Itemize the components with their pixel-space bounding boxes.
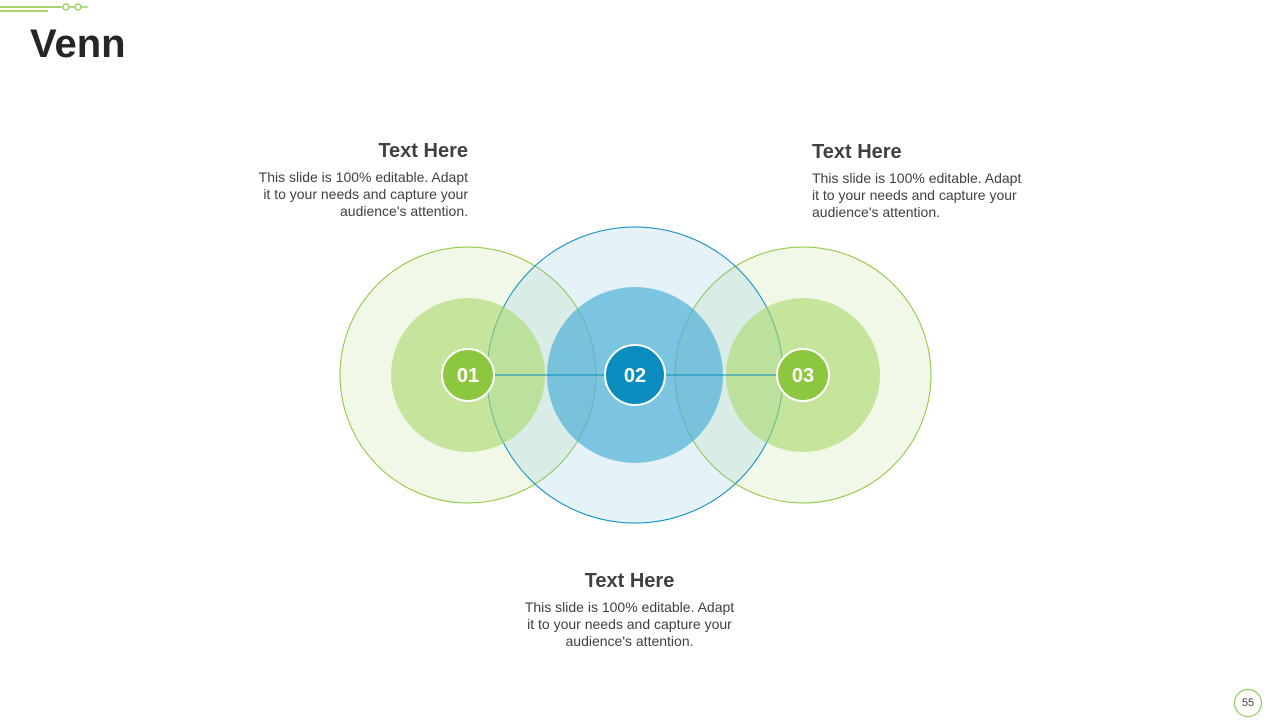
node-01: 01: [441, 348, 495, 402]
header-decoration: [0, 3, 88, 12]
text-block-01-heading: Text Here: [378, 140, 468, 162]
node-03: 03: [776, 348, 830, 402]
page-number: 55: [1234, 689, 1262, 717]
text-block-03-heading: Text Here: [812, 141, 902, 163]
text-block-02-heading: Text Here: [584, 570, 675, 592]
text-block-01-body: This slide is 100% editable. Adapt it to…: [258, 169, 468, 219]
node-02: 02: [604, 344, 666, 406]
text-block-02-body: This slide is 100% editable. Adapt it to…: [524, 599, 735, 649]
text-block-02: Text Here This slide is 100% editable. A…: [522, 569, 737, 650]
node-03-label: 03: [792, 365, 814, 387]
node-02-label: 02: [624, 365, 646, 387]
text-block-03: Text Here This slide is 100% editable. A…: [812, 140, 1027, 221]
slide-title: Venn: [30, 22, 126, 66]
text-block-03-body: This slide is 100% editable. Adapt it to…: [812, 170, 1022, 220]
node-01-label: 01: [457, 365, 479, 387]
text-block-01: Text Here This slide is 100% editable. A…: [253, 139, 468, 220]
